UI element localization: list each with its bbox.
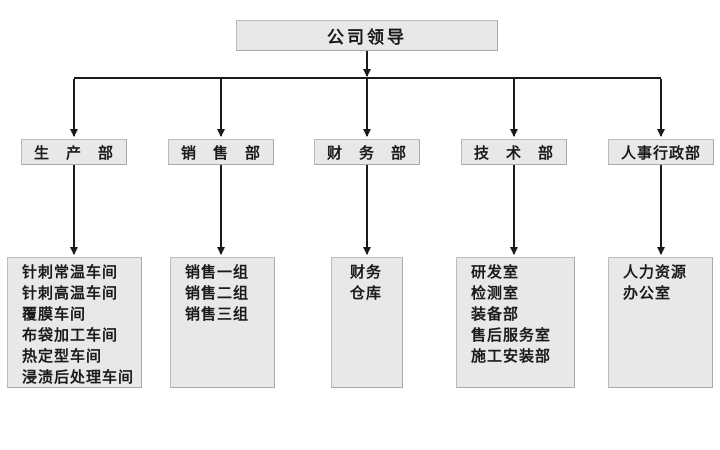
dept-node-label: 技 术 部	[473, 143, 554, 162]
unit-list-sales: 销售一组 销售二组 销售三组	[170, 257, 275, 388]
dept-node-label: 生 产 部	[33, 143, 114, 162]
dept-node-label: 销 售 部	[180, 143, 261, 162]
unit-item: 浸渍后处理车间	[22, 368, 135, 386]
unit-item: 针刺常温车间	[22, 263, 119, 281]
unit-item: 施工安装部	[471, 347, 552, 365]
unit-item: 仓库	[350, 284, 383, 302]
dept-node-label: 财 务 部	[326, 143, 407, 162]
unit-item: 售后服务室	[471, 326, 552, 344]
unit-item: 热定型车间	[22, 347, 103, 365]
unit-item: 销售三组	[185, 305, 250, 323]
unit-item: 装备部	[471, 305, 520, 323]
unit-item: 检测室	[471, 284, 520, 302]
unit-item: 研发室	[471, 263, 520, 281]
unit-item: 覆膜车间	[22, 305, 87, 323]
unit-list-finance: 财务 仓库	[331, 257, 403, 388]
dept-node-finance: 财 务 部	[314, 139, 420, 165]
unit-item: 人力资源	[623, 263, 688, 281]
dept-node-technology: 技 术 部	[461, 139, 567, 165]
dept-node-hr-admin: 人事行政部	[608, 139, 714, 165]
unit-list-technology: 研发室 检测室 装备部 售后服务室 施工安装部	[456, 257, 575, 388]
unit-item: 销售一组	[185, 263, 250, 281]
dept-node-production: 生 产 部	[21, 139, 127, 165]
root-node-label: 公司领导	[327, 28, 407, 48]
unit-item: 针刺高温车间	[22, 284, 119, 302]
unit-item: 销售二组	[185, 284, 250, 302]
dept-node-label: 人事行政部	[620, 143, 701, 162]
unit-item: 办公室	[623, 284, 672, 302]
unit-item: 布袋加工车间	[22, 326, 119, 344]
unit-list-production: 针刺常温车间 针刺高温车间 覆膜车间 布袋加工车间 热定型车间 浸渍后处理车间	[7, 257, 142, 388]
unit-item: 财务	[350, 263, 383, 281]
unit-list-hr-admin: 人力资源 办公室	[608, 257, 713, 388]
dept-node-sales: 销 售 部	[168, 139, 274, 165]
root-node-company-leadership: 公司领导	[236, 20, 498, 51]
